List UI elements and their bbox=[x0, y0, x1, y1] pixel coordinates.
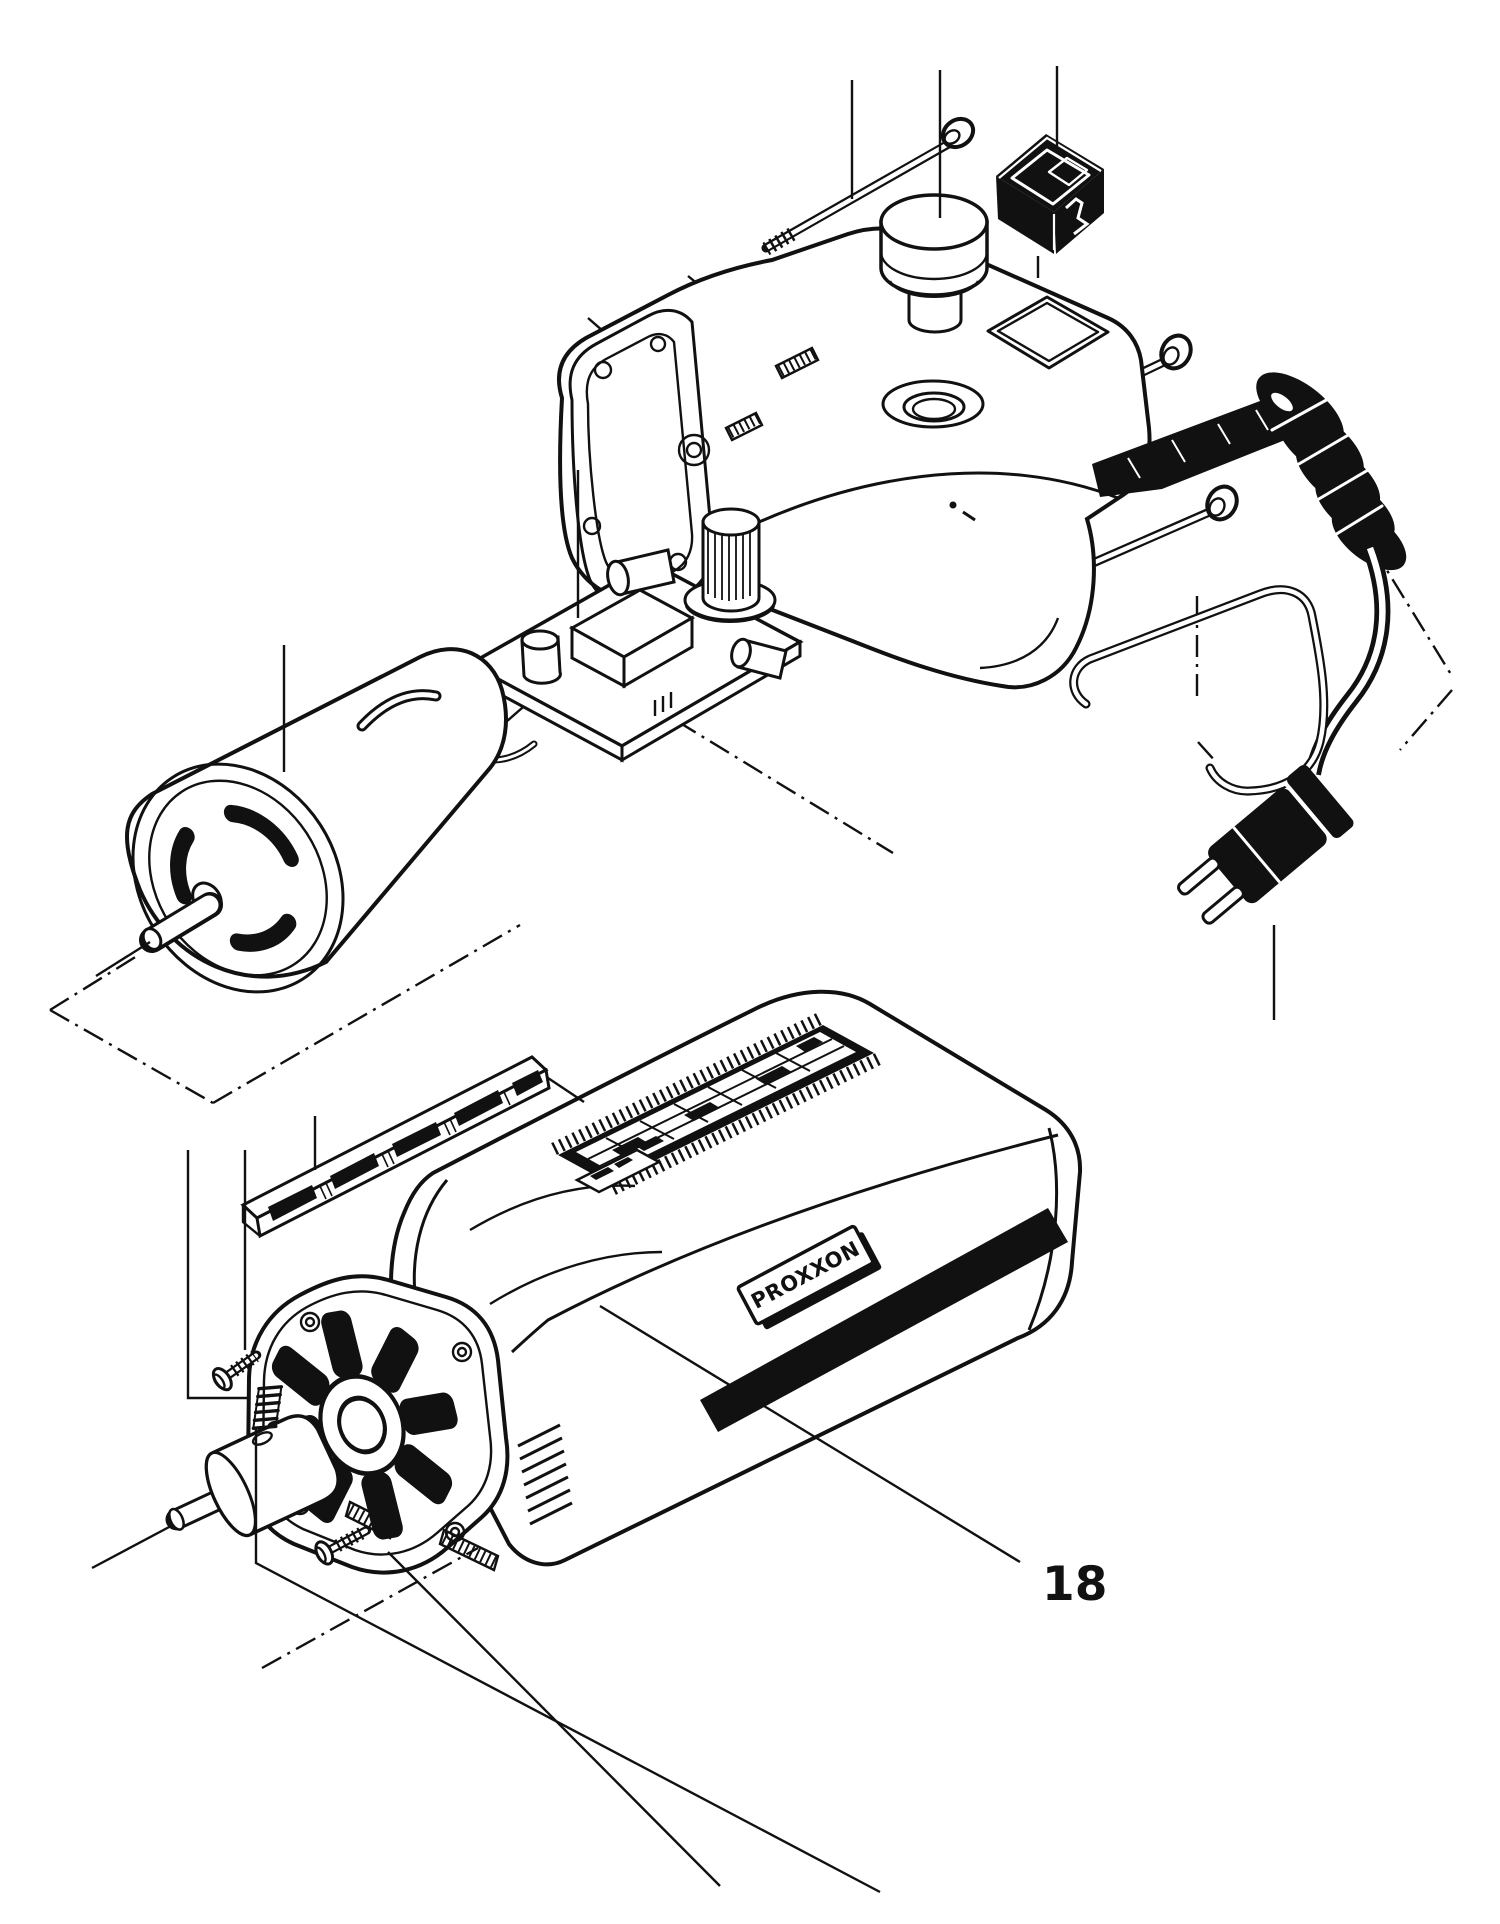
leader-part-18 bbox=[599, 1304, 1021, 1564]
callout-18: 18 bbox=[1042, 1557, 1107, 1612]
dc-motor bbox=[125, 647, 508, 994]
capacitor-horizontal bbox=[606, 548, 676, 597]
vent-grille-strip bbox=[240, 1055, 551, 1239]
motor-vent-slots bbox=[170, 804, 299, 952]
compression-spring bbox=[251, 1385, 284, 1430]
rocker-switch bbox=[996, 134, 1104, 254]
rating-label bbox=[551, 1013, 881, 1195]
switch-cutout bbox=[986, 295, 1110, 370]
relay-box bbox=[568, 588, 696, 689]
plug-prong bbox=[1177, 856, 1221, 896]
cable-clamp-wire bbox=[1069, 585, 1329, 796]
spindle-collet bbox=[165, 1414, 340, 1538]
strain-relief-boot bbox=[1256, 372, 1407, 571]
capacitor-vertical bbox=[520, 629, 562, 685]
cord-assembly bbox=[1092, 372, 1407, 776]
speed-control-knob bbox=[879, 193, 989, 334]
fuse-cylinder bbox=[730, 637, 788, 680]
mini-label bbox=[574, 1148, 662, 1194]
power-plug bbox=[1177, 764, 1354, 925]
housing-side-vents bbox=[517, 1423, 573, 1526]
screw-channel-hatch bbox=[724, 346, 820, 442]
plug-prong bbox=[1201, 885, 1245, 925]
potentiometer bbox=[683, 507, 777, 624]
housing-trim-band bbox=[700, 1208, 1068, 1432]
fan-impeller bbox=[266, 1310, 458, 1540]
motor-housing-shell: PROXXON bbox=[389, 989, 1083, 1567]
self-tapping-screw-a bbox=[211, 1350, 262, 1392]
knob-recess bbox=[881, 379, 985, 429]
long-machine-screw-top bbox=[761, 116, 976, 256]
grille-slots bbox=[268, 1070, 543, 1221]
housing-ear-boss bbox=[677, 433, 711, 467]
self-tapping-screw-b bbox=[314, 1525, 372, 1566]
leader-lines bbox=[91, 66, 1276, 1894]
